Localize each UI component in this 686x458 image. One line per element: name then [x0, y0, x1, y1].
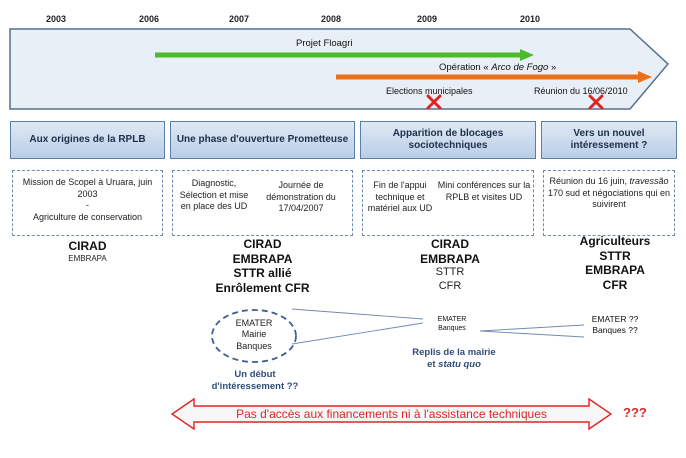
- detail-origins-line: Mission de Scopel à Uruara, juin 2003: [22, 177, 153, 199]
- detail-box-opening: [172, 170, 353, 236]
- actor: CIRAD: [243, 237, 282, 251]
- floagri-arrowhead: [520, 49, 534, 61]
- arco-label-post: »: [548, 62, 557, 73]
- floagri-label: Projet Floagri: [296, 38, 353, 49]
- cross-icon: [426, 94, 442, 110]
- detail-blockages-b: Mini conférences sur la RPLB et visites …: [437, 180, 531, 202]
- actors-new-interest-small: EMATER ?? Banques ??: [578, 314, 652, 337]
- elections-label: Elections municipales: [386, 86, 473, 96]
- actor: EMBRAPA: [420, 251, 480, 266]
- connector-line: [291, 322, 424, 345]
- actor: STTR: [599, 248, 631, 263]
- detail-opening-a: Diagnostic, Sélection et mise en place d…: [179, 178, 249, 212]
- year-2009: 2009: [417, 14, 438, 24]
- actors-opening: CIRAD EMBRAPA STTR allié Enrôlement CFR: [172, 237, 353, 296]
- actor: EMATER: [235, 318, 273, 328]
- detail-box-origins: [12, 170, 163, 236]
- actor: Banques: [438, 325, 466, 333]
- detail-opening-b: Journée de démonstration du 17/04/2007: [266, 180, 336, 214]
- actor: STTR allié: [233, 266, 292, 281]
- phase-new-interest: Vers un nouvel intéressement ?: [541, 121, 677, 159]
- timeline-arrow: [9, 28, 670, 110]
- arco-label-pre: Opération «: [439, 62, 492, 73]
- actor: STTR: [435, 266, 465, 279]
- note-blockages-pre: Replis de la mairie et: [412, 347, 496, 370]
- arco-label-em: Arco de Fogo: [491, 62, 549, 73]
- actor: EMATER: [437, 316, 467, 323]
- actor: Banques: [236, 340, 272, 351]
- detail-new-interest-post: 170 sud et négociations qui en suivirent: [547, 187, 671, 210]
- bottom-question-marks: ???: [623, 405, 647, 420]
- ellipse-outline: [211, 309, 297, 363]
- year-2003: 2003: [46, 14, 67, 24]
- year-2008: 2008: [321, 14, 342, 24]
- actor: CIRAD: [68, 239, 107, 253]
- phase-blockages: Apparition de blocages sociotechniques: [360, 121, 536, 159]
- bottom-arrow-text: Pas d'accès aux financements ni à l'assi…: [236, 407, 547, 421]
- connector-line: [479, 324, 585, 332]
- actor: Agriculteurs: [579, 234, 651, 248]
- arco-arrowhead: [638, 71, 652, 83]
- phase-origins: Aux origines de la RPLB: [10, 121, 165, 159]
- detail-origins-line: -: [86, 200, 89, 211]
- actor: EMBRAPA: [585, 263, 645, 278]
- actors-blockages: CIRAD EMBRAPA STTR CFR: [400, 237, 500, 293]
- actor: EMBRAPA: [232, 251, 293, 266]
- detail-origins-line: Agriculture de conservation: [32, 212, 143, 223]
- actor: EMBRAPA: [68, 253, 107, 263]
- detail-new-interest-em: travessão: [629, 176, 669, 186]
- actor: Mairie: [241, 329, 267, 340]
- year-2010: 2010: [520, 14, 541, 24]
- detail-origins: Mission de Scopel à Uruara, juin 2003 - …: [16, 177, 159, 224]
- actors-origins: CIRAD EMBRAPA: [12, 239, 163, 263]
- timeline-arrow-shape: [9, 28, 670, 110]
- note-blockages: Replis de la mairie et statu quo: [412, 347, 496, 370]
- actor: EMATER ??: [591, 314, 639, 324]
- actors-new-interest: Agriculteurs STTR EMBRAPA CFR: [560, 234, 670, 293]
- note-opening: Un début d'intéressement ??: [211, 369, 299, 392]
- actor: CFR: [602, 277, 628, 292]
- actor: CFR: [438, 279, 462, 292]
- detail-new-interest-pre: Réunion du 16 juin,: [549, 176, 630, 186]
- arco-label: Opération « Arco de Fogo »: [439, 62, 556, 73]
- connector-line: [291, 308, 424, 320]
- actors-blockages-small: EMATER Banques: [430, 315, 474, 334]
- bottom-double-arrow: [170, 397, 613, 431]
- reunion-label: Réunion du 16/06/2010: [534, 86, 628, 96]
- note-blockages-em: statu quo: [438, 358, 481, 370]
- actor: Enrôlement CFR: [215, 280, 310, 295]
- detail-box-new-interest: [543, 170, 675, 236]
- detail-new-interest: Réunion du 16 juin, travessão 170 sud et…: [546, 176, 672, 211]
- phase-opening-title: Une phase d'ouverture Prometteuse: [176, 133, 349, 145]
- phase-blockages-title: Apparition de blocages sociotechniques: [392, 127, 504, 152]
- phase-origins-title: Aux origines de la RPLB: [29, 133, 146, 145]
- year-2007: 2007: [229, 14, 250, 24]
- year-2006: 2006: [139, 14, 160, 24]
- connector-line: [479, 330, 585, 338]
- ellipse-actors: EMATER Mairie Banques: [216, 318, 292, 352]
- phase-new-interest-title: Vers un nouvel intéressement ?: [570, 127, 648, 152]
- detail-blockages-a: Fin de l'appui technique et matériel aux…: [367, 180, 433, 214]
- cross-icon: [588, 94, 604, 110]
- actor: CIRAD: [431, 237, 469, 251]
- actor: Banques ??: [592, 325, 638, 336]
- detail-box-blockages: [362, 170, 534, 236]
- phase-opening: Une phase d'ouverture Prometteuse: [170, 121, 355, 159]
